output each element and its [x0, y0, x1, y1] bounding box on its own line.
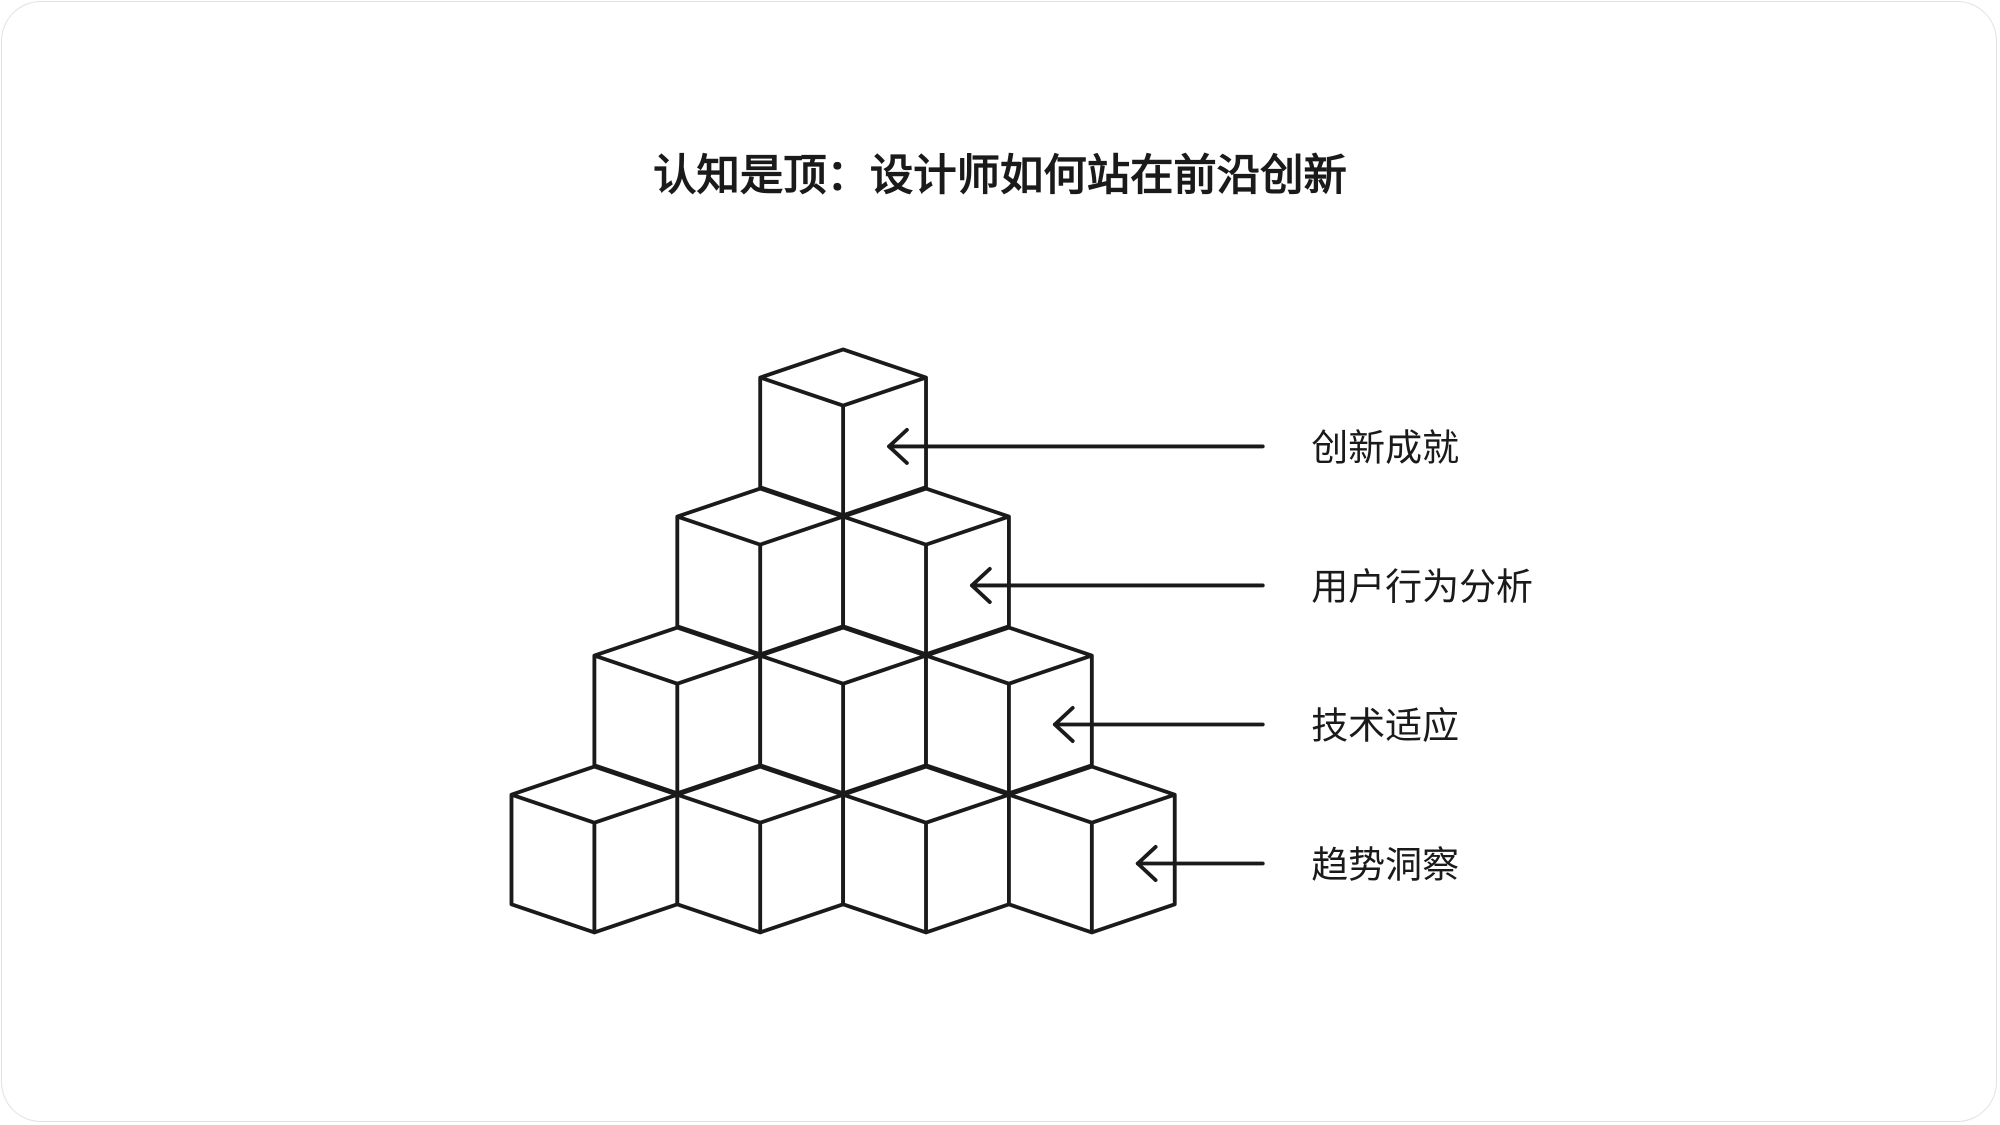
cube — [841, 486, 1011, 657]
cube — [675, 486, 846, 657]
cube — [592, 625, 763, 796]
cube-pyramid — [509, 347, 1177, 935]
cube — [841, 764, 1011, 935]
arrow-head-icon — [970, 566, 992, 604]
diagram-title: 认知是顶：设计师如何站在前沿创新 — [653, 151, 1347, 201]
arrow — [1135, 845, 1265, 883]
arrow — [970, 566, 1265, 604]
arrows — [887, 427, 1265, 883]
arrow — [887, 427, 1265, 465]
cube — [675, 764, 846, 935]
arrow — [1052, 705, 1265, 743]
level-label-1: 创新成就 — [1311, 426, 1459, 469]
arrow-head-icon — [1135, 845, 1158, 883]
level-label-3: 技术适应 — [1311, 705, 1459, 748]
cube — [924, 625, 1094, 796]
cube — [509, 764, 680, 935]
cube — [1007, 764, 1177, 935]
cube — [758, 347, 928, 518]
arrow-head-icon — [1052, 705, 1075, 743]
level-label-2: 用户行为分析 — [1311, 565, 1533, 608]
level-label-4: 趋势洞察 — [1311, 844, 1459, 887]
cube — [758, 625, 928, 796]
arrow-head-icon — [887, 427, 909, 465]
